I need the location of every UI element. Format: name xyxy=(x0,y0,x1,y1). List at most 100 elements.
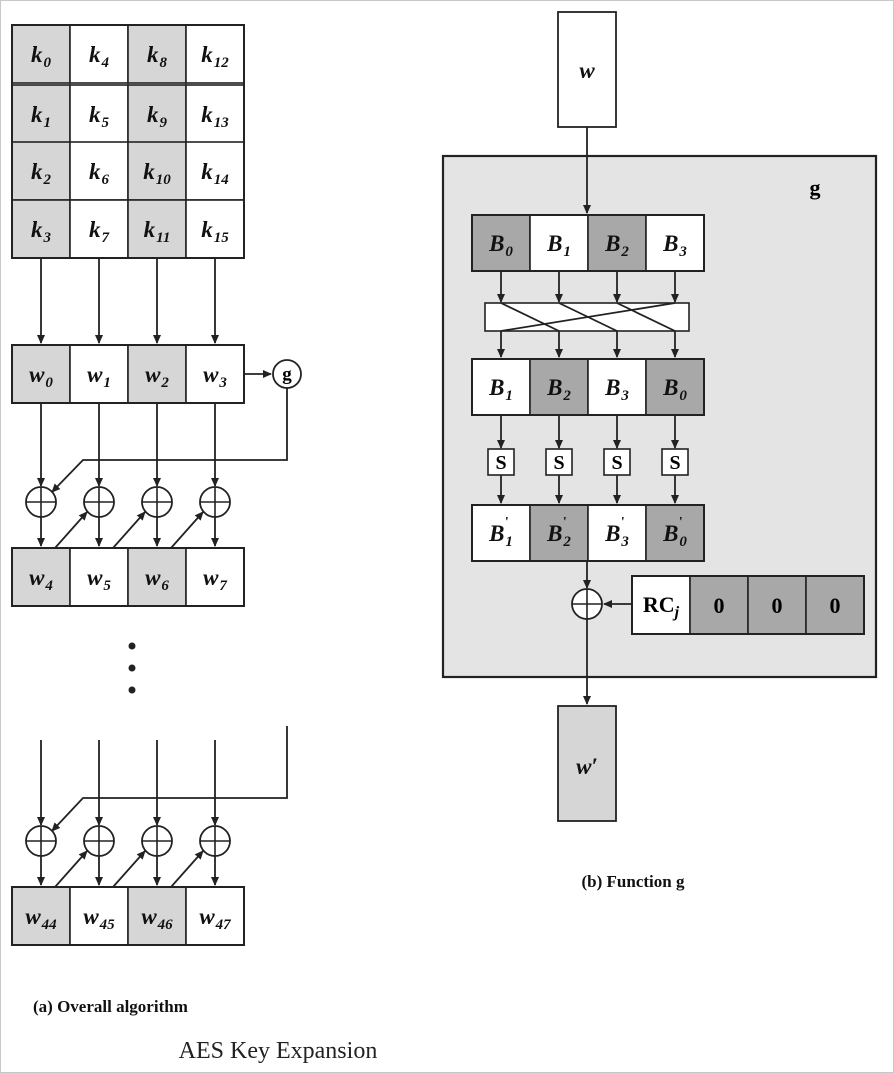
key-byte-label: k6 xyxy=(89,159,110,188)
word-row-w44-w47: w44 w45 w46 w47 xyxy=(11,886,245,946)
byte-label: B0' xyxy=(662,515,687,550)
key-byte-cell xyxy=(185,141,245,201)
rc-zero-cell xyxy=(805,575,865,635)
word-label: w1 xyxy=(87,362,111,391)
word-label: w3 xyxy=(203,362,227,391)
byte-cell xyxy=(471,214,531,272)
s-box-label: S xyxy=(669,452,680,474)
key-byte-label: k9 xyxy=(147,102,168,131)
g-function-node xyxy=(272,359,302,389)
xor-operator xyxy=(571,588,603,620)
g-node-label: g xyxy=(282,364,292,385)
connector-arrow xyxy=(112,850,146,888)
key-byte-label: k8 xyxy=(147,42,168,71)
key-byte-label: k4 xyxy=(89,42,110,71)
byte-label: B3 xyxy=(604,375,629,404)
word-label: w4 xyxy=(29,565,53,594)
key-byte-label: k12 xyxy=(201,42,229,71)
word-cell xyxy=(11,886,71,946)
s-box xyxy=(661,448,689,476)
key-byte-label: k0 xyxy=(31,42,52,71)
connector-arrow xyxy=(54,850,88,888)
key-byte-cell xyxy=(69,141,129,201)
key-byte-label: k3 xyxy=(31,217,52,246)
byte-label: B2' xyxy=(546,515,571,550)
word-cell xyxy=(185,886,245,946)
continuation-dot xyxy=(128,642,136,650)
byte-cell xyxy=(529,214,589,272)
key-byte-cell xyxy=(185,24,245,84)
xor-operator xyxy=(199,486,231,518)
s-box xyxy=(603,448,631,476)
input-word-label: w xyxy=(579,58,595,83)
rc-label: RCj xyxy=(643,592,680,621)
connector-arrow xyxy=(54,511,88,549)
word-label: w46 xyxy=(141,904,173,933)
xor-operator xyxy=(83,486,115,518)
connector-line xyxy=(51,726,288,832)
g-box-label: g xyxy=(810,175,821,200)
word-label: w6 xyxy=(145,565,169,594)
key-byte-cell xyxy=(127,141,187,201)
key-byte-cell xyxy=(185,84,245,144)
key-byte-cell xyxy=(127,199,187,259)
page-title: AES Key Expansion xyxy=(179,1038,378,1064)
byte-cell xyxy=(587,358,647,416)
key-byte-label: k13 xyxy=(201,102,229,131)
word-label: w45 xyxy=(83,904,115,933)
byte-label: B2 xyxy=(604,231,629,260)
key-byte-label: k14 xyxy=(201,159,229,188)
s-box-label: S xyxy=(611,452,622,474)
caption-function-g: (b) Function g xyxy=(582,872,685,891)
continuation-dot xyxy=(128,664,136,672)
connector-arrow xyxy=(170,511,204,549)
byte-label: B0 xyxy=(662,375,687,404)
output-word-label: w′ xyxy=(576,754,598,779)
word-label: w2 xyxy=(145,362,169,391)
key-byte-label: k11 xyxy=(144,217,171,246)
s-box xyxy=(487,448,515,476)
xor-operator xyxy=(141,486,173,518)
key-byte-label: k2 xyxy=(31,159,52,188)
connector-arrow xyxy=(112,511,146,549)
key-byte-cell xyxy=(185,199,245,259)
word-row-w0-w3: w0 w1 w2 w3 xyxy=(11,344,245,404)
byte-label: B3 xyxy=(662,231,687,260)
s-box-label: S xyxy=(495,452,506,474)
byte-label: B0 xyxy=(488,231,513,260)
byte-row-substituted: B1'B2'B3'B0' xyxy=(471,504,705,562)
output-word-box xyxy=(557,705,617,822)
key-byte-cell xyxy=(11,84,71,144)
word-label: w44 xyxy=(25,904,57,933)
xor-operator xyxy=(141,825,173,857)
rotword-permutation xyxy=(484,302,690,332)
connector-line xyxy=(51,388,288,493)
word-label: w5 xyxy=(87,565,111,594)
rc-zero-label: 0 xyxy=(714,593,725,618)
key-byte-label: k5 xyxy=(89,102,110,131)
key-byte-cell xyxy=(69,199,129,259)
word-label: w7 xyxy=(203,565,227,594)
s-box xyxy=(545,448,573,476)
key-byte-label: k10 xyxy=(143,159,171,188)
byte-label: B2 xyxy=(546,375,571,404)
byte-row-rotated: B1 B2 B3 B0 xyxy=(471,358,705,416)
word-label: w0 xyxy=(29,362,53,391)
s-box-label: S xyxy=(553,452,564,474)
key-byte-label: k1 xyxy=(31,102,51,131)
left-connectors xyxy=(25,258,288,888)
caption-overall-algorithm: (a) Overall algorithm xyxy=(33,997,188,1016)
byte-label: B1 xyxy=(488,375,513,404)
word-label: w47 xyxy=(199,904,231,933)
word-cell xyxy=(127,886,187,946)
key-byte-cell xyxy=(127,84,187,144)
rc-zero-label: 0 xyxy=(830,593,841,618)
key-byte-label: k7 xyxy=(89,217,110,246)
